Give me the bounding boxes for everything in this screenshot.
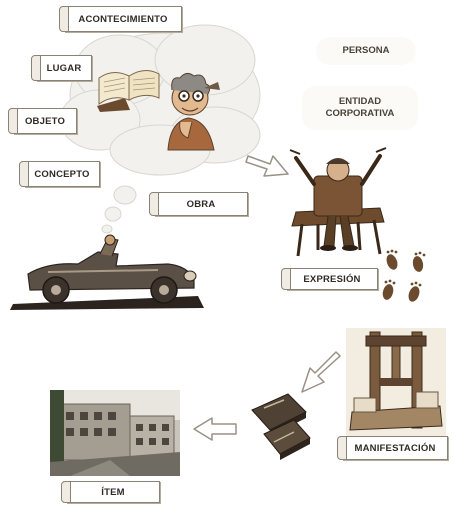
label-item: ÍTEM [61,481,160,503]
label-entidad-line2: CORPORATIVA [325,108,395,119]
footprints-icon [382,249,426,302]
label-manifestacion: MANIFESTACIÓN [337,436,448,460]
printing-press-icon [346,328,446,440]
label-obra: OBRA [149,192,248,216]
label-objeto: OBJETO [8,108,77,134]
label-persona: PERSONA [316,37,416,65]
building-photo-icon [50,390,180,476]
thinking-man-icon [167,72,220,151]
open-book-icon [97,70,160,112]
label-acontecimiento: ACONTECIMIENTO [59,6,182,32]
label-concepto: CONCEPTO [19,161,100,187]
books-pile-icon [251,393,311,460]
label-lugar: LUGAR [31,55,92,81]
arrow-expresion-manifestacion-icon [301,351,341,393]
arrow-obra-expresion-icon [245,155,289,177]
label-entidad-line1: ENTIDAD [338,96,382,107]
orchestra-conductor-icon [289,147,387,257]
label-expresion: EXPRESIÓN [281,268,378,290]
arrow-manifestacion-item-icon [193,417,237,441]
vintage-car-icon [10,234,204,310]
label-entidad-corporativa: ENTIDAD CORPORATIVA [302,86,418,130]
